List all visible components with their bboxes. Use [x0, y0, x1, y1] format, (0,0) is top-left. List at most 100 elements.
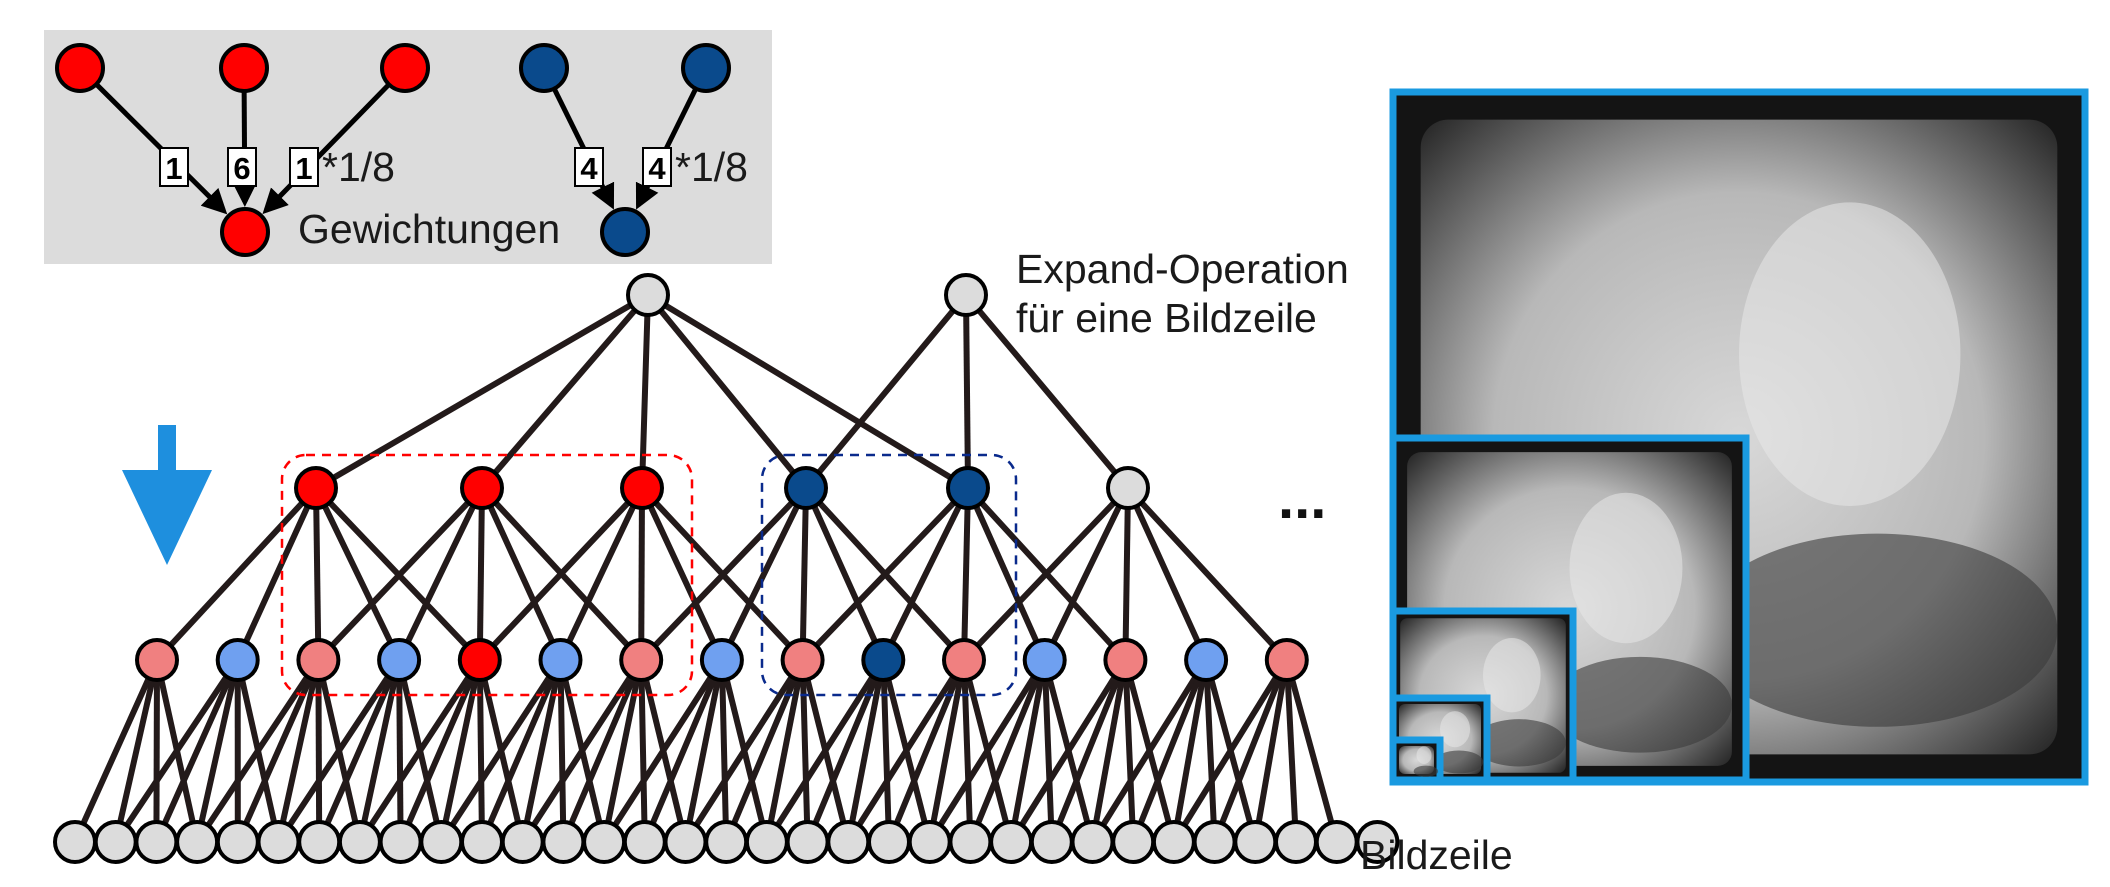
- tree-level1-node: [296, 468, 336, 508]
- tree-edge-bottom: [401, 660, 480, 842]
- bildzeile-pixel-node: [788, 822, 828, 862]
- tree-level2-node: [379, 640, 419, 680]
- ellipsis: ...: [1278, 466, 1326, 531]
- bildzeile-pixel-node: [666, 822, 706, 862]
- weight-label-6: 6: [233, 151, 250, 186]
- bildzeile-pixel-node: [1073, 822, 1113, 862]
- bildzeile-pixel-node: [747, 822, 787, 862]
- tree-edge-bottom: [722, 660, 726, 842]
- tree-edge-bottom: [726, 660, 802, 842]
- tree-edge-mid: [1045, 488, 1128, 660]
- bildzeile-pixel-node: [1235, 822, 1275, 862]
- tree-edge-bottom: [563, 660, 641, 842]
- tree-level1-node: [622, 468, 662, 508]
- tree-edge-mid: [482, 488, 561, 660]
- weight-label-4a: 4: [580, 151, 598, 186]
- bildzeile-pixel-node: [1276, 822, 1316, 862]
- bildzeile-pixel-node: [218, 822, 258, 862]
- tree-level2-node: [1186, 640, 1226, 680]
- weights-legend: 1 6 1 *1/8 4 4 *1/8 Gewichtungen: [44, 30, 772, 264]
- tree-edges: [75, 295, 1337, 842]
- tree-edge-bottom: [156, 660, 237, 842]
- tree-edge-mid: [316, 488, 318, 660]
- expand-label-line1: Expand-Operation: [1016, 246, 1349, 292]
- tree-top-node: [628, 275, 668, 315]
- tree-edge-mid: [964, 488, 968, 660]
- tree-edge-bottom: [808, 660, 884, 842]
- bildzeile-pixel-node: [421, 822, 461, 862]
- pyramid-level-4: [1393, 740, 1440, 780]
- tree-edge-mid: [642, 488, 722, 660]
- tree-edge-bottom: [889, 660, 964, 842]
- bildzeile-pixel-node: [828, 822, 868, 862]
- tree-edge-mid: [480, 488, 482, 660]
- tree-edge-top-left: [648, 295, 806, 488]
- legend-blue-source-node: [521, 45, 567, 91]
- tree-edge-mid: [883, 488, 968, 660]
- legend-blue-source-node: [683, 45, 729, 91]
- tree-level2-node: [944, 640, 984, 680]
- bildzeile-pixel-node: [55, 822, 95, 862]
- tree-edge-mid: [803, 488, 806, 660]
- tree-level2-node: [1105, 640, 1145, 680]
- tree-level1-node: [462, 468, 502, 508]
- tree-edge-mid: [1125, 488, 1128, 660]
- bildzeile-pixel-node: [950, 822, 990, 862]
- tree-level1-node: [1108, 468, 1148, 508]
- tree-edge-bottom: [399, 660, 401, 842]
- tree-edge-mid: [722, 488, 806, 660]
- tree-edge-top-left: [482, 295, 648, 488]
- bildzeile-pixel-node: [543, 822, 583, 862]
- tree-edge-mid: [316, 488, 399, 660]
- bildzeile-pixel-node: [625, 822, 665, 862]
- tree-top-node: [946, 275, 986, 315]
- bildzeile-pixel-node: [706, 822, 746, 862]
- tree-edge-bottom: [1052, 660, 1126, 842]
- tree-edge-top-left: [642, 295, 648, 488]
- tree-edge-bottom: [319, 660, 399, 842]
- legend-red-source-node: [57, 45, 103, 91]
- tree-edge-mid: [1128, 488, 1287, 660]
- tree-level2-node: [541, 640, 581, 680]
- tree-edge-bottom: [238, 660, 319, 842]
- bildzeile-pixel-node: [381, 822, 421, 862]
- subject-highlight: [1570, 493, 1683, 643]
- legend-blue-target-node: [602, 209, 648, 255]
- tree-edge-bottom: [482, 660, 561, 842]
- tree-level1-node: [786, 468, 826, 508]
- bildzeile-pixel-node: [1317, 822, 1357, 862]
- subject-highlight: [1440, 711, 1470, 747]
- subject-highlight: [1739, 202, 1960, 506]
- bildzeile-pixel-node: [584, 822, 624, 862]
- tree-edge-mid: [968, 488, 1045, 660]
- tree-level2-node: [1267, 640, 1307, 680]
- bildzeile-pixel-node: [1032, 822, 1072, 862]
- tree-edge-mid: [561, 488, 643, 660]
- tree-edge-mid: [399, 488, 482, 660]
- bildzeile-pixel-node: [910, 822, 950, 862]
- tree-edge-bottom: [156, 660, 157, 842]
- tree-edge-top-right: [806, 295, 966, 488]
- tree-level2-node: [783, 640, 823, 680]
- bildzeile-pixel-node: [340, 822, 380, 862]
- tree-level2-node: [218, 640, 258, 680]
- legend-red-source-node: [221, 45, 267, 91]
- tree-level2-node: [137, 640, 177, 680]
- tree-edge-mid: [806, 488, 883, 660]
- tree-edge-mid: [641, 488, 642, 660]
- subject-shadow: [1414, 766, 1438, 777]
- subject-highlight: [1483, 638, 1541, 712]
- tree-edge-bottom: [645, 660, 722, 842]
- tree-edge-mid: [238, 488, 316, 660]
- tree-level2-node: [863, 640, 903, 680]
- image-pyramid: [1393, 92, 2085, 782]
- tree-level2-node: [702, 640, 742, 680]
- red-factor: *1/8: [322, 144, 395, 190]
- tree-edge-bottom: [970, 660, 1044, 842]
- bildzeile-pixel-node: [177, 822, 217, 862]
- down-arrow-icon: [122, 425, 212, 565]
- tree-edge-bottom: [480, 660, 482, 842]
- tree-level2-node: [460, 640, 500, 680]
- bildzeile-label: Bildzeile: [1360, 832, 1513, 878]
